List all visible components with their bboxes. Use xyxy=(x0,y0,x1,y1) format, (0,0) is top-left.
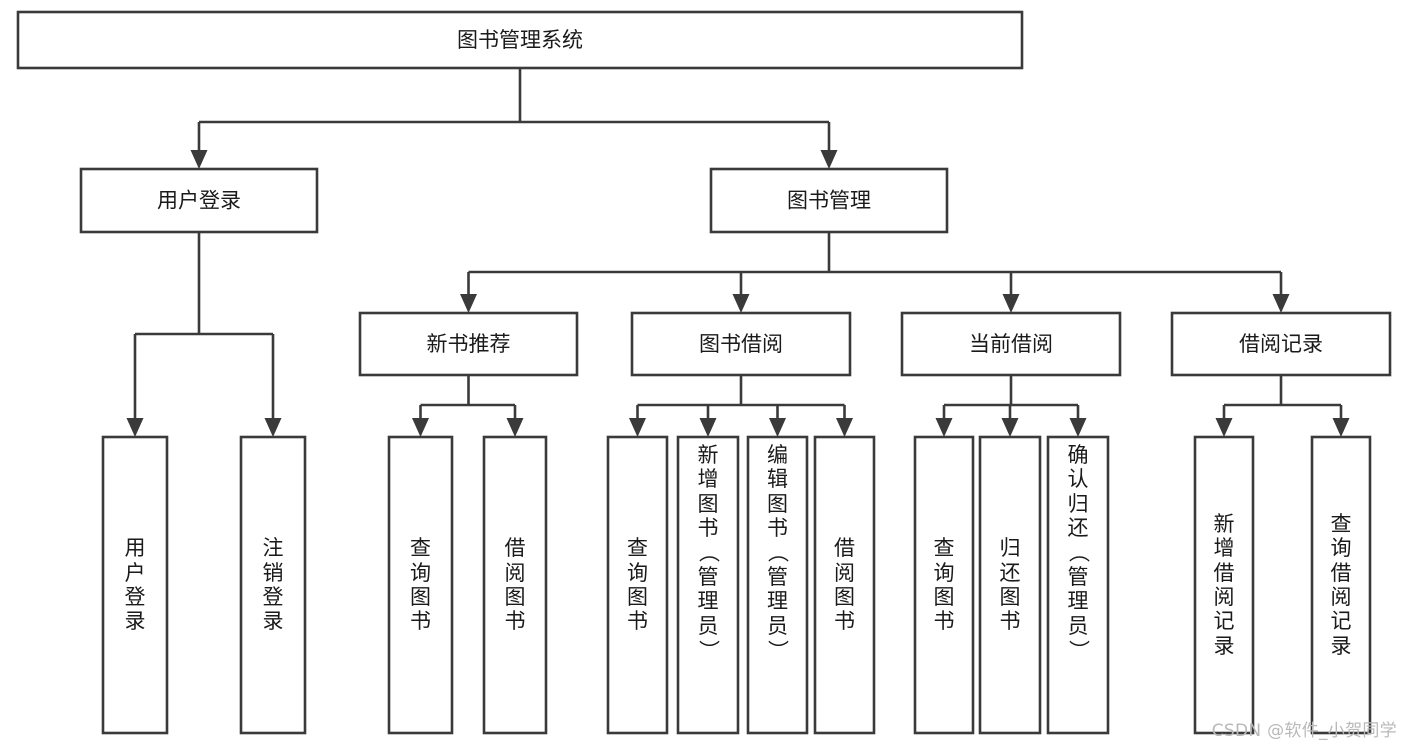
node-label-root: 图书管理系统 xyxy=(457,28,583,52)
node-box-current-confirm-return[interactable] xyxy=(1046,435,1110,735)
arrow-head-icon-user-login-leaf xyxy=(126,418,144,437)
connector-layer xyxy=(126,68,1350,437)
arrow-head-icon-current-return-book xyxy=(1001,418,1019,437)
node-label-user-login: 用户登录 xyxy=(157,189,241,213)
node-box-user-login[interactable] xyxy=(79,167,319,234)
node-label-borrow-record: 借阅记录 xyxy=(1239,332,1323,356)
arrow-head-icon-current-confirm-return xyxy=(1069,418,1087,437)
arrow-head-icon-borrow-record xyxy=(1272,294,1290,313)
node-box-current-return-book[interactable] xyxy=(978,435,1042,735)
arrow-head-icon-recommend-borrow-book xyxy=(506,418,524,437)
arrow-head-icon-record-add xyxy=(1215,418,1233,437)
node-box-borrow-query-book[interactable] xyxy=(606,435,669,735)
node-box-borrow-borrow-book[interactable] xyxy=(813,435,876,735)
node-box-borrow-add-book[interactable] xyxy=(676,435,740,735)
arrow-head-icon-borrow-query-book xyxy=(629,418,646,437)
arrow-head-icon-new-book-recommend xyxy=(460,294,477,313)
csdn-watermark: CSDN @软件_小贺同学 xyxy=(1211,721,1397,741)
arrow-head-icon-borrow-borrow-book xyxy=(836,418,853,437)
node-box-record-query[interactable] xyxy=(1310,435,1372,735)
box-layer xyxy=(16,10,1392,735)
arrow-head-icon-current-query-book xyxy=(935,418,953,437)
node-box-recommend-query-book[interactable] xyxy=(387,435,454,735)
node-box-borrow-record[interactable] xyxy=(1170,311,1392,377)
node-box-recommend-borrow-book[interactable] xyxy=(482,435,548,735)
arrow-head-icon-borrow-edit-book xyxy=(769,418,786,437)
arrow-head-icon-user-logout-leaf xyxy=(264,418,282,437)
node-box-current-borrow[interactable] xyxy=(900,311,1122,377)
node-label-book-management: 图书管理 xyxy=(787,189,871,213)
node-box-book-management[interactable] xyxy=(709,167,949,234)
arrow-head-icon-recommend-query-book xyxy=(412,418,429,437)
node-box-new-book-recommend[interactable] xyxy=(358,311,579,377)
arrow-head-icon-current-borrow xyxy=(1002,294,1020,313)
arrow-head-icon-book-borrow xyxy=(732,294,750,313)
node-box-borrow-edit-book[interactable] xyxy=(746,435,809,735)
arrow-head-icon-user-login xyxy=(190,150,208,169)
arrow-head-icon-book-management xyxy=(820,150,838,169)
node-box-book-borrow[interactable] xyxy=(630,311,852,377)
arrow-head-icon-record-query xyxy=(1332,418,1350,437)
node-box-user-logout-leaf[interactable] xyxy=(239,435,307,735)
arrow-head-icon-borrow-add-book xyxy=(699,418,717,437)
node-box-record-add[interactable] xyxy=(1193,435,1255,735)
node-label-current-borrow: 当前借阅 xyxy=(969,332,1053,356)
node-box-user-login-leaf[interactable] xyxy=(101,435,169,735)
node-label-new-book-recommend: 新书推荐 xyxy=(427,332,511,356)
node-box-root[interactable] xyxy=(16,10,1024,70)
node-box-current-query-book[interactable] xyxy=(913,435,975,735)
node-label-book-borrow: 图书借阅 xyxy=(699,332,783,356)
